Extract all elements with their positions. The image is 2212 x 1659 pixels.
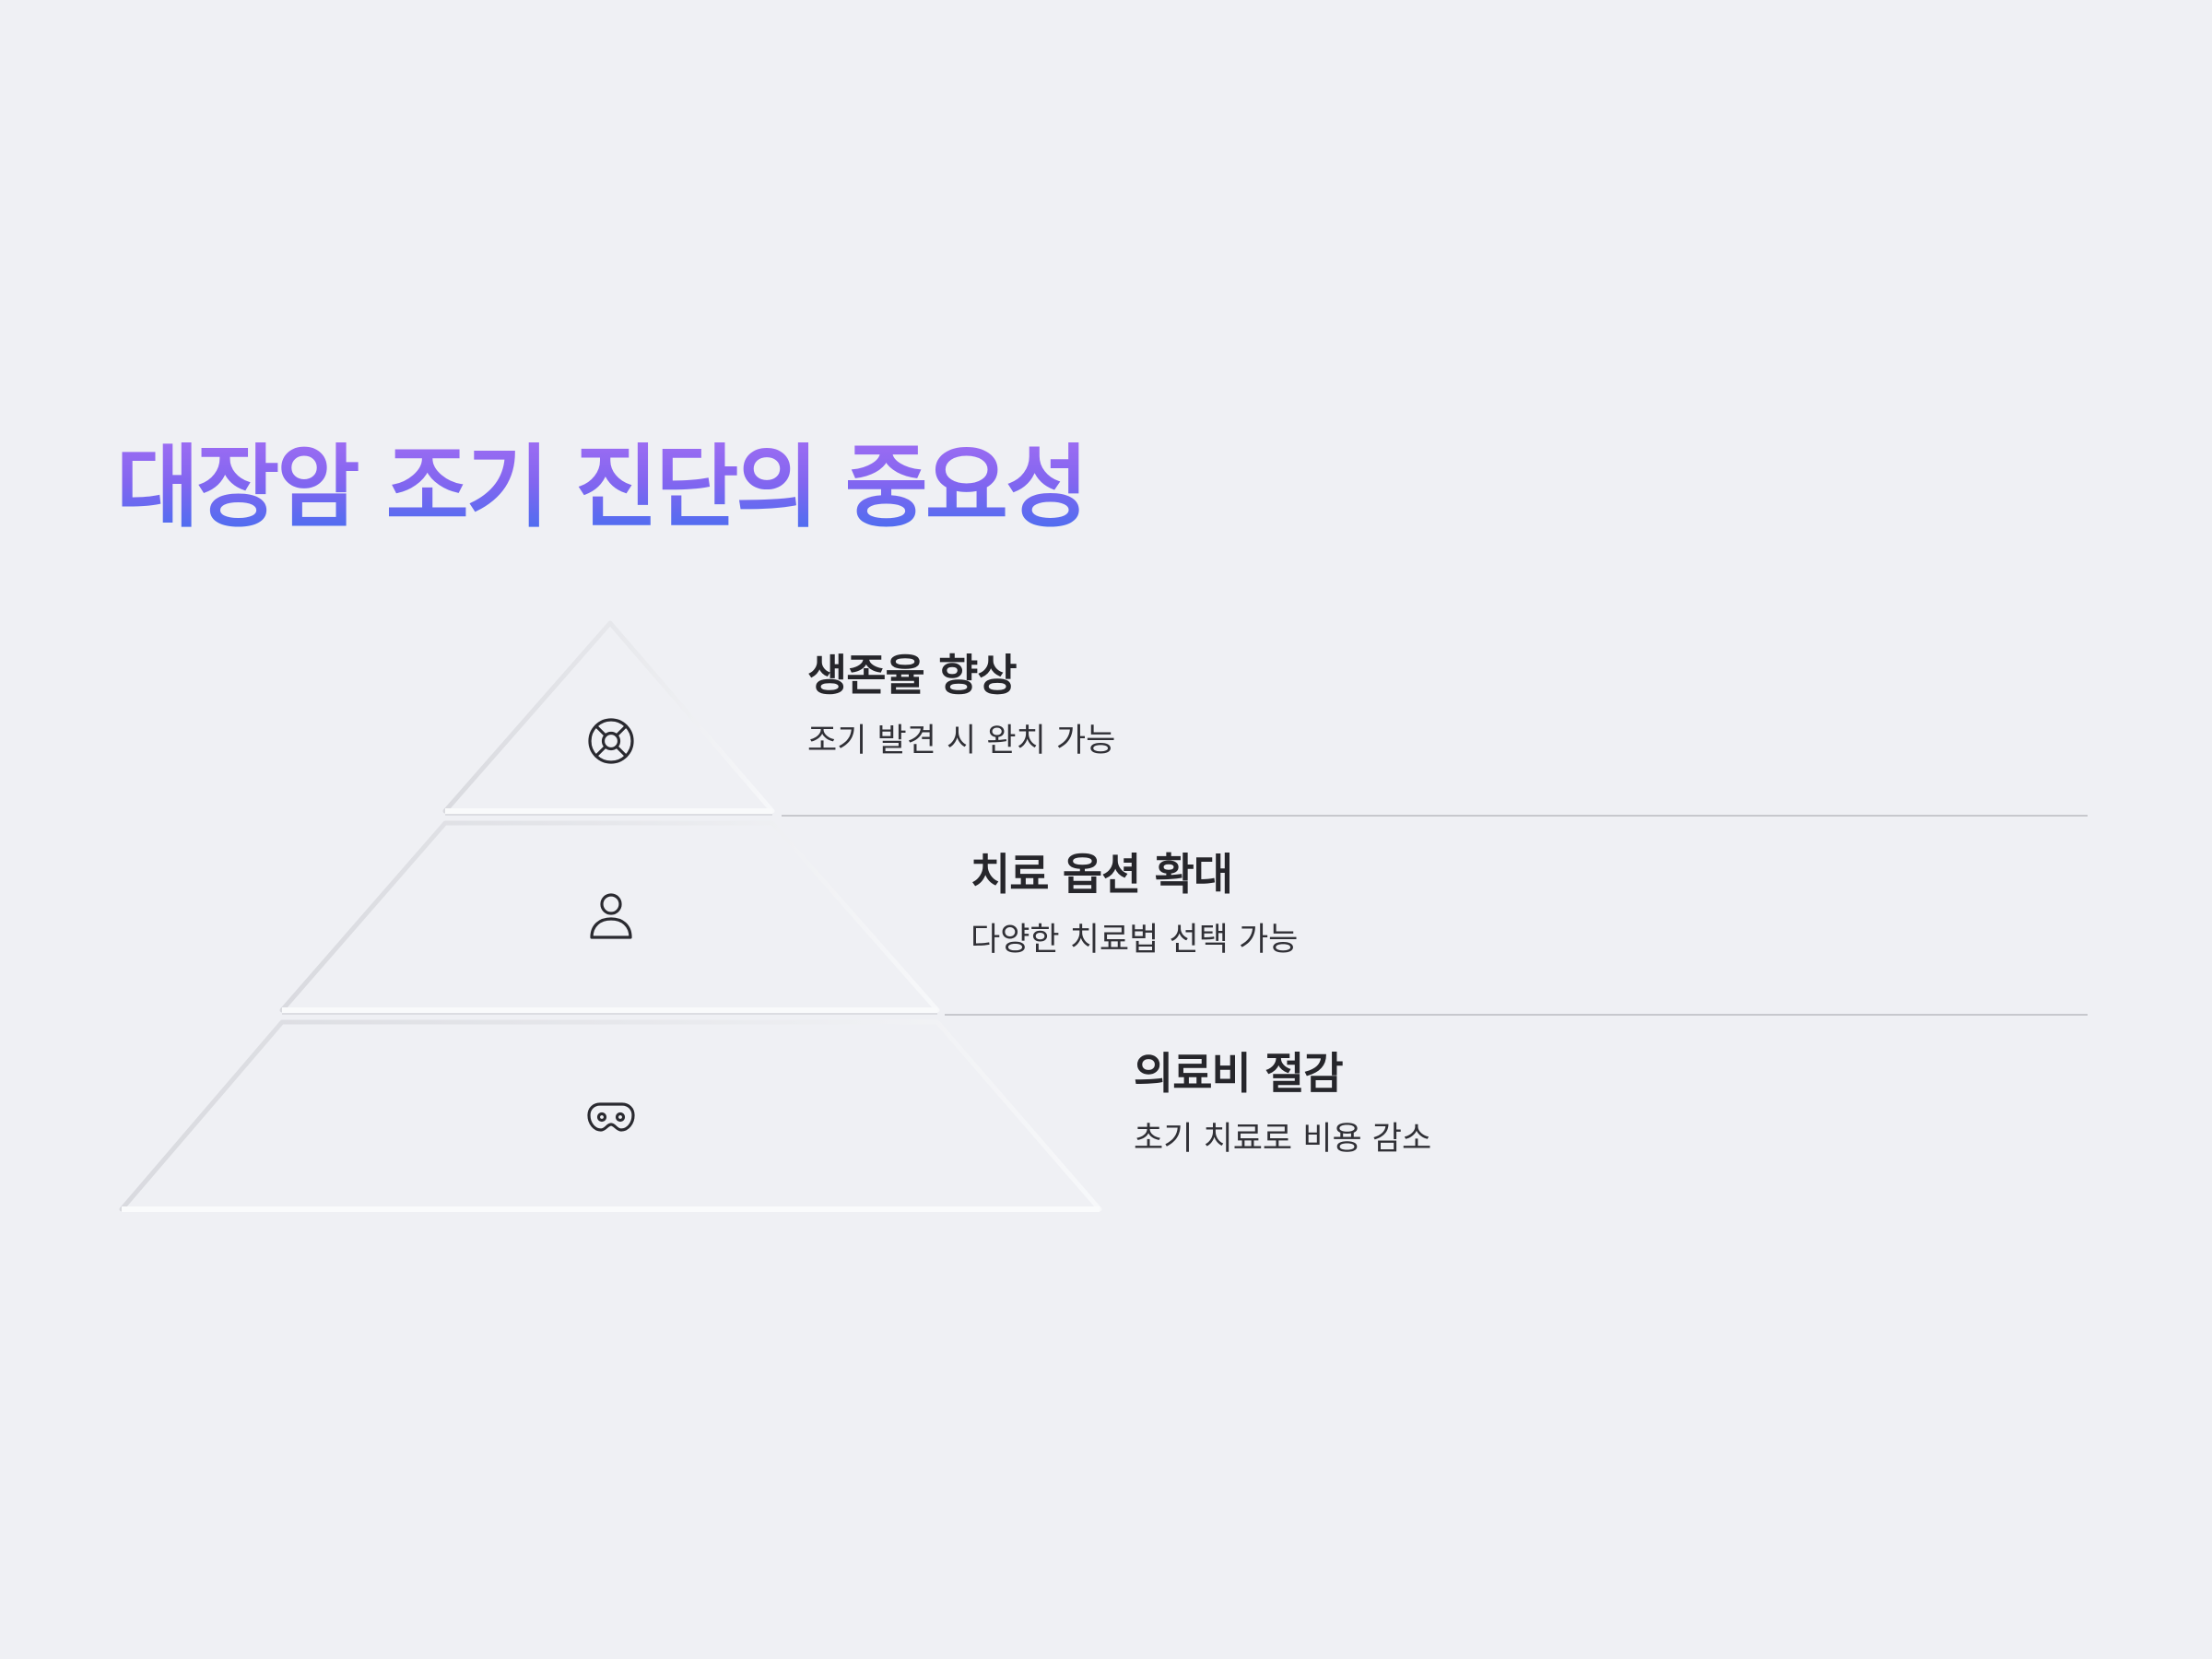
lifebuoy-icon (585, 715, 637, 767)
page-title: 대장암 조기 진단의 중요성 (116, 435, 1088, 540)
level-2-heading: 치료 옵션 확대 (971, 850, 1233, 900)
level-1-heading: 생존율 향상 (807, 651, 1018, 701)
level-1-description: 조기 발견 시 완치 가능 (807, 723, 1116, 759)
level-3-heading: 의료비 절감 (1134, 1049, 1344, 1100)
level-2-text: 치료 옵션 확대 다양한 치료법 선택 가능 (971, 853, 1298, 957)
divider-1 (782, 815, 2088, 817)
mask-icon (585, 1091, 637, 1143)
person-icon (585, 890, 637, 942)
level-2-description: 다양한 치료법 선택 가능 (971, 922, 1299, 959)
level-3-description: 초기 치료로 비용 감소 (1134, 1121, 1432, 1158)
level-1-text: 생존율 향상 조기 발견 시 완치 가능 (807, 654, 1115, 758)
divider-2 (945, 1014, 2088, 1016)
level-3-text: 의료비 절감 초기 치료로 비용 감소 (1134, 1053, 1431, 1156)
